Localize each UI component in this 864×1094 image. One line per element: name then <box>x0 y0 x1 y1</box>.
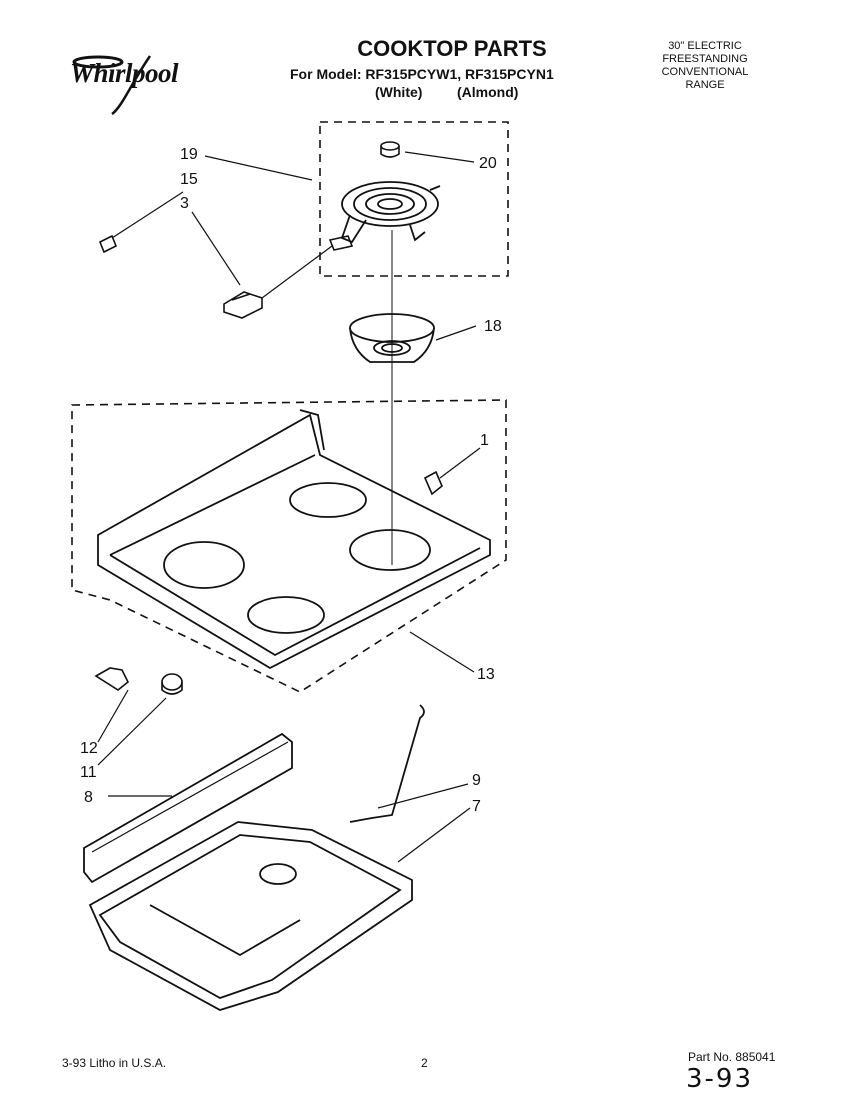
brand-logo: Whirlpool <box>70 58 179 88</box>
callout-9: 9 <box>472 772 481 789</box>
callout-12: 12 <box>80 740 98 757</box>
cooktop-group-box <box>71 399 507 693</box>
callout-15: 15 <box>180 171 198 188</box>
page-number: 2 <box>421 1056 428 1070</box>
clip-part <box>98 234 118 254</box>
variant-almond: (Almond) <box>457 84 519 100</box>
rod-part <box>349 704 425 823</box>
model-line: For Model: RF315PCYW1, RF315PCYN1 <box>290 66 554 82</box>
callout-19: 19 <box>180 146 198 163</box>
bumper-part <box>161 673 183 695</box>
callout-3: 3 <box>180 195 189 212</box>
burner-box <box>88 821 413 1011</box>
page-title: COOKTOP PARTS <box>357 36 547 61</box>
callout-8: 8 <box>84 789 93 806</box>
hinge-part <box>94 667 130 691</box>
whirlpool-logo-swoosh <box>72 55 152 116</box>
category-line-2: FREESTANDING <box>662 53 748 65</box>
category-line-4: RANGE <box>685 79 725 91</box>
cooktop-clip <box>423 470 443 496</box>
terminal-block <box>223 291 263 319</box>
category-line-1: 30" ELECTRIC <box>668 40 742 52</box>
handwritten-date: 3-93 <box>686 1064 754 1094</box>
variant-white: (White) <box>375 84 423 100</box>
drip-bowl <box>349 313 435 363</box>
cooktop-panel <box>97 409 491 670</box>
wire-to-element <box>261 245 333 299</box>
footer-litho: 3-93 Litho in U.S.A. <box>62 1056 167 1070</box>
callout-18: 18 <box>484 318 502 335</box>
callout-11: 11 <box>80 764 97 781</box>
front-frame <box>83 732 293 884</box>
element-group-box <box>319 121 509 277</box>
terminal-plug <box>328 235 354 251</box>
element-cap <box>380 141 400 158</box>
callout-1: 1 <box>480 432 489 449</box>
callout-20: 20 <box>479 155 497 172</box>
surface-element <box>340 181 441 244</box>
part-number: Part No. 885041 <box>688 1050 776 1064</box>
leader-lines <box>97 151 481 863</box>
callout-13: 13 <box>477 666 495 683</box>
callout-7: 7 <box>472 798 481 815</box>
category-line-3: CONVENTIONAL <box>661 66 749 78</box>
